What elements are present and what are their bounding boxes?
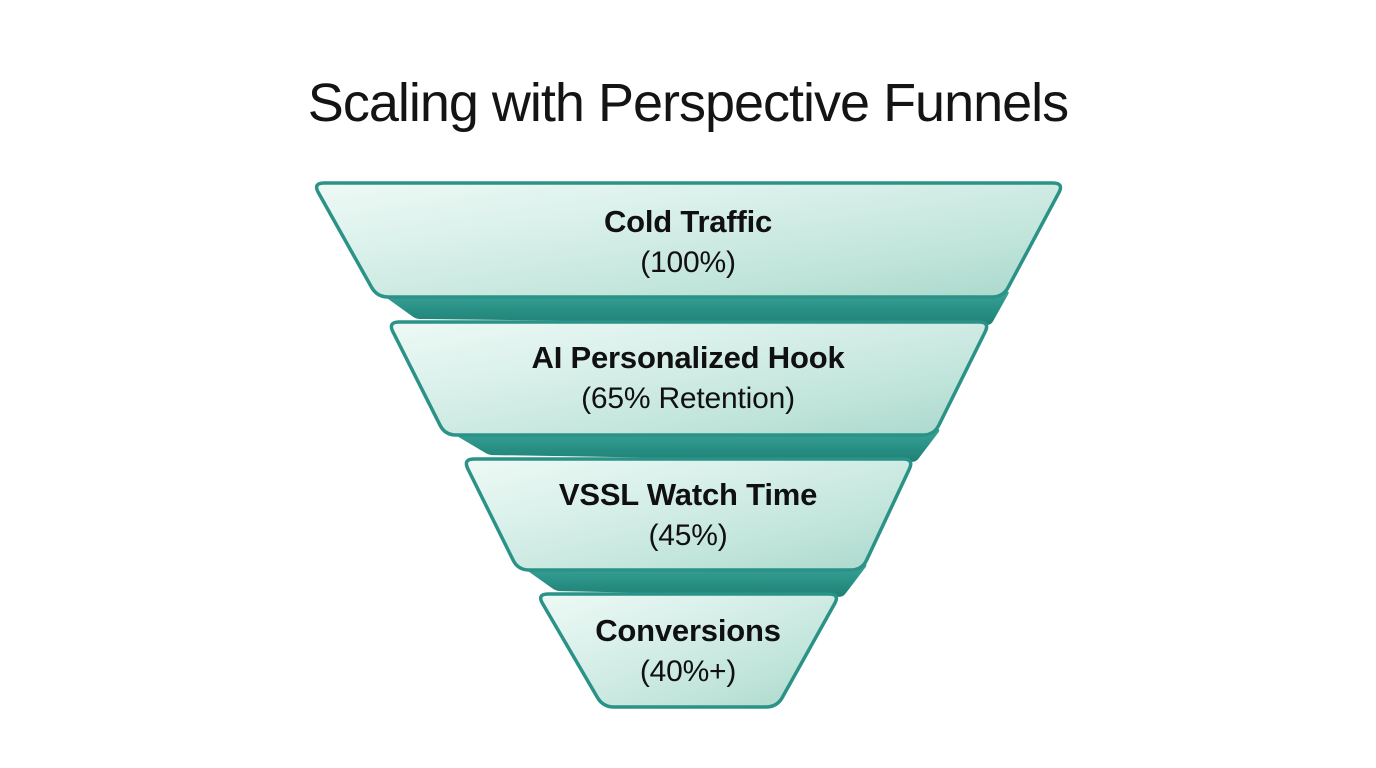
- funnel-stage-3-text: VSSL Watch Time (45%): [0, 474, 1376, 557]
- page-title: Scaling with Perspective Funnels: [307, 73, 1069, 133]
- funnel-tier-shape-3: [464, 457, 913, 572]
- stage-4-value: (40%+): [639, 655, 737, 688]
- funnel-tiers: [314, 181, 1063, 709]
- funnel-connector-3: [519, 564, 867, 597]
- funnel-connector-1: [378, 291, 1009, 325]
- funnel-connector-2: [446, 429, 940, 462]
- funnel-tier-shape-1: [314, 181, 1063, 299]
- funnel-tier-shape-4: [538, 592, 839, 709]
- funnel-stage-2-text: AI Personalized Hook (65% Retention): [0, 337, 1376, 420]
- stage-1-label: Cold Traffic: [603, 204, 773, 239]
- stage-2-label: AI Personalized Hook: [531, 340, 845, 375]
- funnel-tier-shape-2: [389, 320, 989, 437]
- stage-4-label: Conversions: [595, 613, 781, 648]
- stage-2-value: (65% Retention): [581, 382, 795, 415]
- stage-3-label: VSSL Watch Time: [558, 477, 818, 512]
- stage-3-value: (45%): [648, 519, 728, 552]
- funnel-stage-1-text: Cold Traffic (100%): [0, 201, 1376, 284]
- stage-1-value: (100%): [640, 246, 736, 279]
- funnel-connectors: [378, 291, 1009, 597]
- funnel-stage-4-text: Conversions (40%+): [0, 610, 1376, 693]
